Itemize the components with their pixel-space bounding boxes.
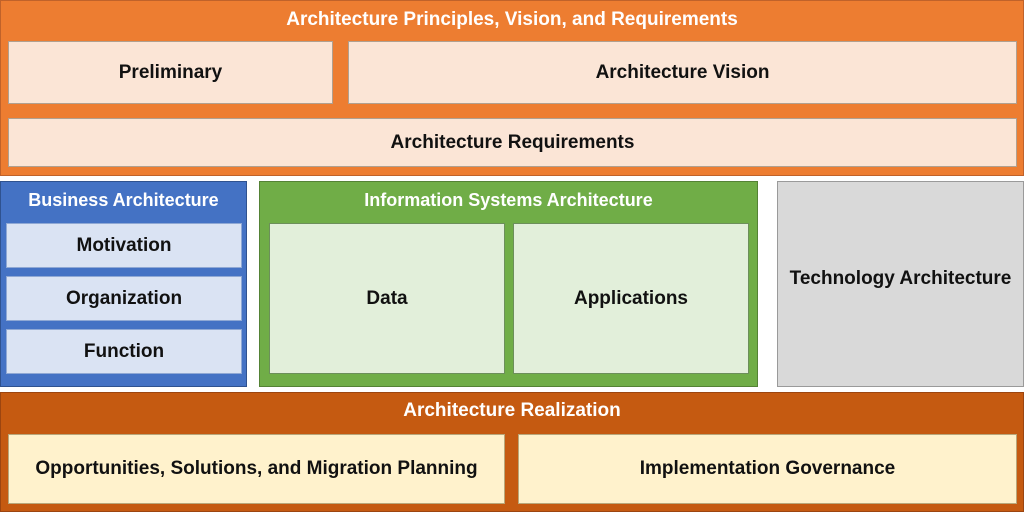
business-architecture-title: Business Architecture bbox=[28, 189, 219, 210]
architecture-requirements-box: Architecture Requirements bbox=[8, 118, 1017, 167]
preliminary-box: Preliminary bbox=[8, 41, 333, 104]
implementation-governance-box: Implementation Governance bbox=[518, 434, 1017, 504]
data-box: Data bbox=[269, 223, 505, 374]
architecture-vision-box: Architecture Vision bbox=[348, 41, 1017, 104]
information-systems-architecture-title: Information Systems Architecture bbox=[364, 189, 653, 210]
organization-box: Organization bbox=[6, 276, 242, 321]
principles-vision-requirements-title: Architecture Principles, Vision, and Req… bbox=[286, 9, 738, 30]
applications-box: Applications bbox=[513, 223, 749, 374]
function-box: Function bbox=[6, 329, 242, 374]
architecture-realization-title: Architecture Realization bbox=[403, 400, 621, 421]
technology-architecture-panel: Technology Architecture bbox=[777, 181, 1024, 387]
opportunities-solutions-migration-box: Opportunities, Solutions, and Migration … bbox=[8, 434, 505, 504]
motivation-box: Motivation bbox=[6, 223, 242, 268]
